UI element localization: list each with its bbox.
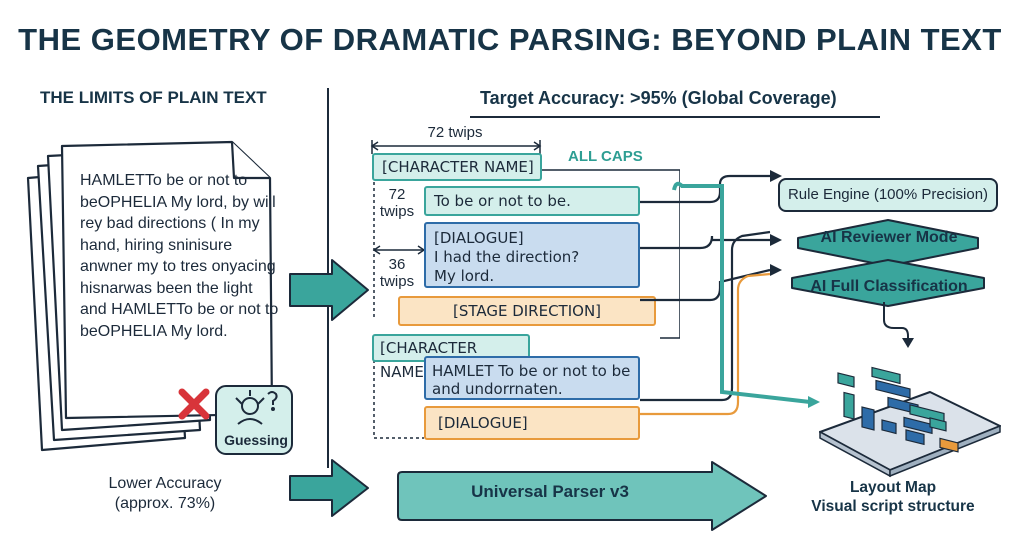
error-x-icon	[178, 388, 210, 420]
dialogue-block-2: [DIALOGUE]	[424, 406, 640, 440]
guessing-badge	[215, 385, 293, 455]
dialogue-block-line-a: I had the direction?	[434, 248, 580, 266]
layout-map-title: Layout Map	[849, 479, 937, 496]
stage-direction-block: [STAGE DIRECTION]	[398, 296, 656, 326]
layout-map-subtitle: Visual script structure	[811, 498, 975, 515]
lower-accuracy-line1: Lower Accuracy	[108, 475, 222, 492]
dialogue-line-block-2: HAMLET To be or not to be and undorrnate…	[424, 356, 640, 400]
dialogue-block-line-b: My lord.	[434, 267, 495, 285]
measure-36-unit: twips	[379, 273, 415, 290]
measure-72-label: 72 twips	[374, 186, 420, 220]
rule-engine-pill: Rule Engine (100% Precision)	[778, 178, 998, 212]
flow-connectors	[640, 170, 820, 416]
measure-36-value: 36	[388, 256, 406, 273]
left-section-heading: THE LIMITS OF PLAIN TEXT	[40, 88, 267, 107]
dialogue-block-tag: [DIALOGUE]	[434, 229, 524, 247]
ai-hexagon-shapes	[791, 219, 985, 307]
ai-full-hexagon	[791, 259, 985, 307]
layout-map-icon	[819, 366, 1001, 478]
layout-map-label: Layout Map Visual script structure	[788, 478, 998, 516]
dialogue-line-2a: HAMLET To be or not to be	[432, 362, 631, 380]
all-caps-label: ALL CAPS	[568, 148, 643, 165]
document-sheet-front	[60, 140, 274, 420]
dialogue-line-block-1: To be or not to be.	[424, 186, 640, 216]
lower-accuracy-line2: (approx. 73%)	[114, 495, 216, 512]
ai-reviewer-hexagon	[797, 219, 979, 267]
character-name-block-1: [CHARACTER NAME]	[372, 153, 542, 181]
dialogue-line-2b: and undorrnaten.	[432, 380, 563, 398]
heading-underline	[470, 116, 880, 118]
universal-parser-label: Universal Parser v3	[471, 482, 629, 501]
measure-72-value: 72	[388, 186, 406, 203]
ai-full-label: AI Full Classification	[810, 278, 968, 295]
down-arrow-icon	[883, 302, 914, 348]
right-section-heading: Target Accuracy: >95% (Global Coverage)	[480, 88, 837, 108]
measure-36-label: 36 twips	[374, 256, 420, 290]
arrow-right-upper-icon	[289, 259, 369, 321]
ai-reviewer-label: AI Reviewer Mode	[820, 229, 958, 246]
thinking-person-icon	[235, 390, 278, 425]
dialogue-block-1: [DIALOGUE] I had the direction? My lord.	[424, 222, 640, 288]
document-corner-fold	[230, 141, 270, 180]
measure-72-unit: twips	[379, 203, 415, 220]
guessing-label: Guessing	[224, 432, 288, 448]
lower-accuracy-label: Lower Accuracy (approx. 73%)	[80, 474, 250, 514]
document-text: HAMLETTo be or not to beOPHELIA My lord,…	[80, 172, 279, 340]
arrow-right-lower-icon	[289, 459, 369, 517]
page-title: THE GEOMETRY OF DRAMATIC PARSING: BEYOND…	[18, 22, 1002, 57]
measure-top-label: 72 twips	[427, 124, 483, 141]
universal-parser-arrow	[397, 461, 767, 531]
document-stack-icon	[26, 140, 274, 452]
